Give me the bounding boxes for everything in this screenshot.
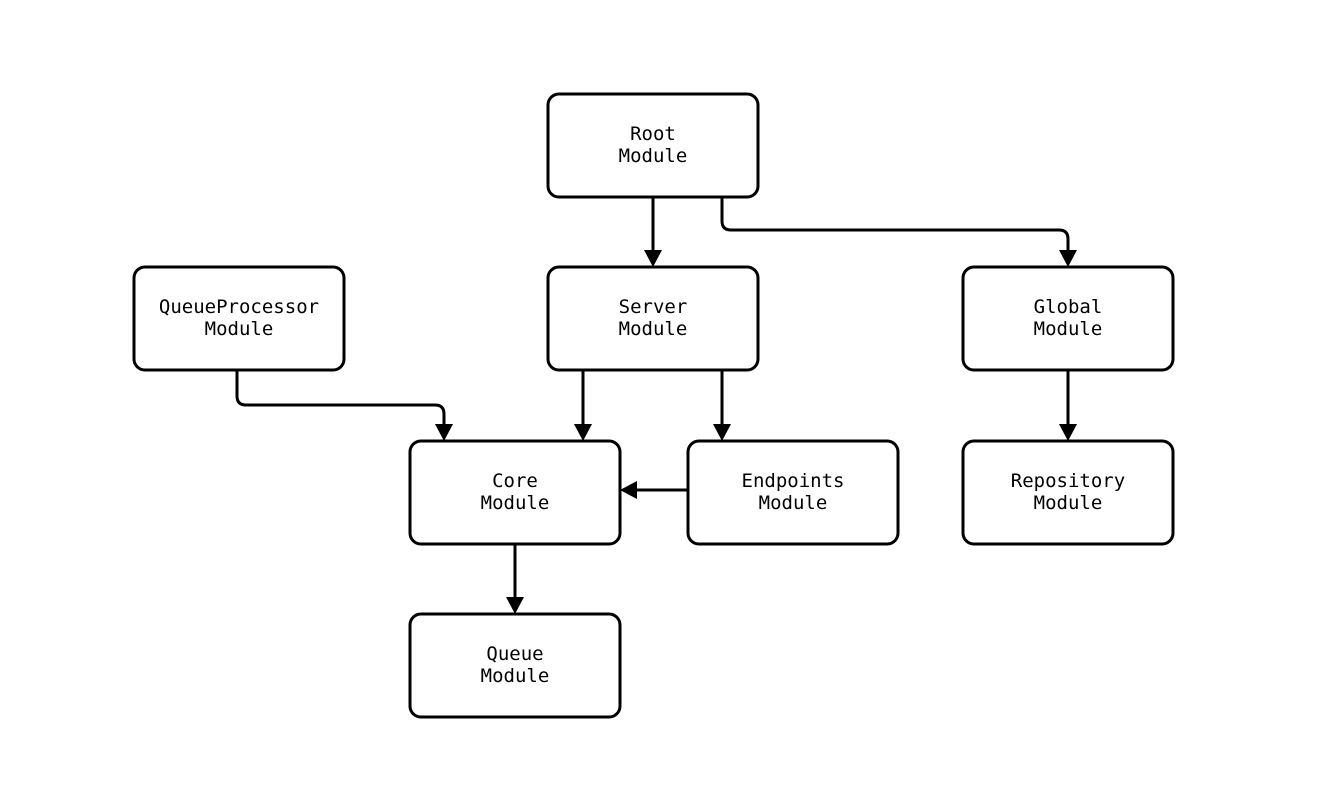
core-module-label-line1: Core (492, 470, 538, 492)
edge-global-to-repository-arrowhead (1059, 424, 1077, 441)
queue-module-label-line2: Module (481, 665, 550, 687)
edge-queueprocessor-to-core (235, 370, 446, 424)
queueprocessor-module-label-line1: QueueProcessor (159, 296, 319, 318)
repository-module-label-line2: Module (1034, 492, 1103, 514)
server-module-label-line1: Server (619, 296, 688, 318)
edge-server-to-core-arrowhead (574, 424, 592, 441)
edge-queueprocessor-to-core-arrowhead (435, 424, 453, 441)
global-module-label-line1: Global (1034, 296, 1103, 318)
queueprocessor-module-label-line2: Module (205, 318, 274, 340)
repository-module-box[interactable] (961, 439, 1175, 546)
queue-module-box[interactable] (408, 612, 622, 719)
edge-root-to-server-arrowhead (644, 250, 662, 267)
queueprocessor-module-box[interactable] (132, 265, 346, 372)
endpoints-module-label-line1: Endpoints (742, 470, 845, 492)
core-module-label-line2: Module (481, 492, 550, 514)
nodes-layer: RootModuleQueueProcessorModuleServerModu… (132, 92, 1175, 719)
edge-server-to-endpoints-arrowhead (713, 424, 731, 441)
root-module-label-line1: Root (630, 123, 676, 145)
root-module-label-line2: Module (619, 145, 688, 167)
endpoints-module-label-line2: Module (759, 492, 828, 514)
edge-root-to-global-arrowhead (1059, 250, 1077, 267)
server-module-box[interactable] (546, 265, 760, 372)
endpoints-module-box[interactable] (686, 439, 900, 546)
global-module-box[interactable] (961, 265, 1175, 372)
server-module-label-line2: Module (619, 318, 688, 340)
queue-module-label-line1: Queue (486, 643, 543, 665)
global-module-label-line2: Module (1034, 318, 1103, 340)
edges-layer (235, 197, 1077, 614)
repository-module-label-line1: Repository (1011, 470, 1125, 492)
edge-core-to-queue-arrowhead (506, 597, 524, 614)
edge-endpoints-to-core-arrowhead (620, 481, 637, 499)
root-module-box[interactable] (546, 92, 760, 199)
edge-root-to-global (720, 197, 1070, 250)
core-module-box[interactable] (408, 439, 622, 546)
